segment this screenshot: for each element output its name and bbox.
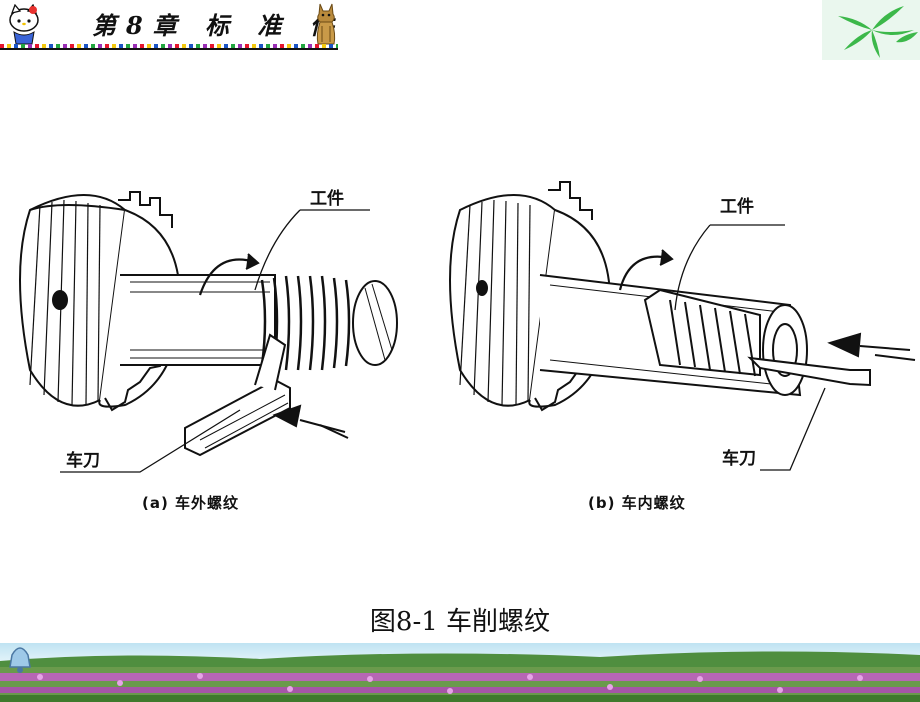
bamboo-leaf-icon xyxy=(822,0,920,60)
header-rule xyxy=(0,48,338,50)
callout-workpiece-b: 工件 xyxy=(720,196,754,217)
flower-field-banner xyxy=(0,643,920,702)
callout-workpiece-a: 工件 xyxy=(310,188,344,209)
header: 第8章 标 准 件 xyxy=(0,0,920,60)
figure-caption: 图8-1 车削螺纹 xyxy=(369,607,551,637)
chapter-title: 第8章 标 准 件 xyxy=(92,11,344,40)
cat-icon xyxy=(316,3,336,45)
hello-kitty-icon xyxy=(9,4,39,45)
panel-label-a: (a) 车外螺纹 xyxy=(142,494,240,512)
diagram-internal-threading: 工件 车刀 xyxy=(449,181,916,471)
panel-label-b: (b) 车内螺纹 xyxy=(588,494,686,512)
callout-tool-b: 车刀 xyxy=(722,448,756,469)
bell-icon xyxy=(9,647,31,673)
diagram-external-threading: 工件 车刀 xyxy=(19,188,398,473)
dotted-rule xyxy=(0,44,338,48)
callout-tool-a: 车刀 xyxy=(66,450,100,471)
